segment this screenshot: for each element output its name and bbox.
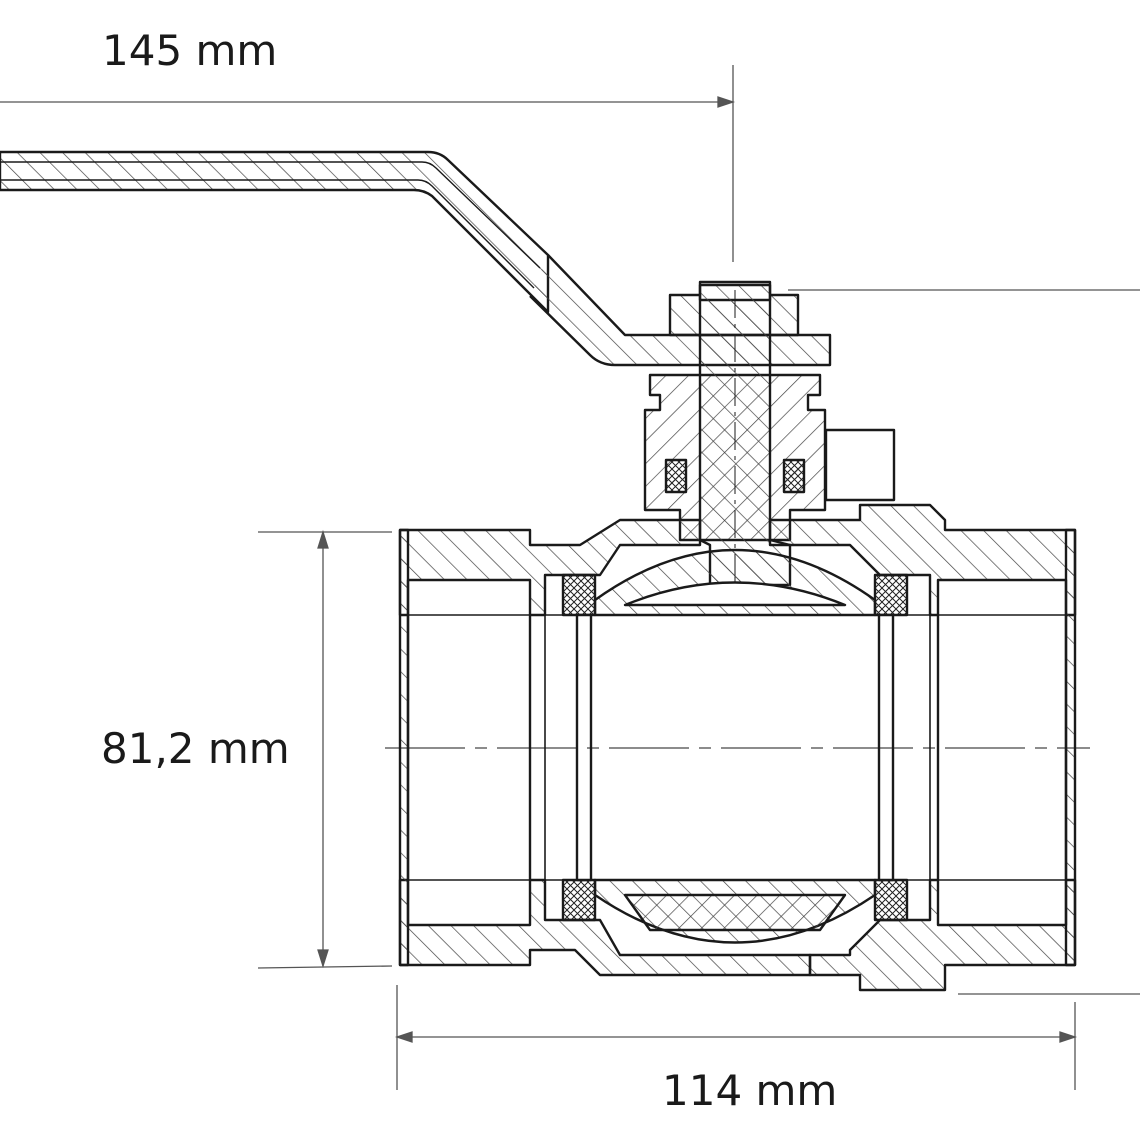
dim-label-body-length: 114 mm bbox=[662, 1066, 838, 1115]
packing-right bbox=[782, 458, 806, 494]
left-port bbox=[406, 578, 532, 927]
dim-label-handle-length: 145 mm bbox=[102, 26, 278, 75]
packing-left bbox=[664, 458, 688, 494]
right-port bbox=[936, 578, 1068, 927]
seat-bottom-left bbox=[561, 878, 597, 922]
dim-height-ext-bottom bbox=[257, 965, 393, 969]
handle-lever-inner bbox=[0, 161, 541, 289]
seat-top-right bbox=[873, 573, 909, 617]
ball-slot-top bbox=[623, 581, 847, 607]
handle-lever bbox=[0, 150, 550, 314]
seat-bottom-right bbox=[873, 878, 909, 922]
ball-slot-bottom bbox=[623, 893, 847, 932]
seat-top-left bbox=[561, 573, 597, 617]
stop-block bbox=[824, 428, 896, 502]
dim-label-height: 81,2 mm bbox=[101, 724, 290, 773]
